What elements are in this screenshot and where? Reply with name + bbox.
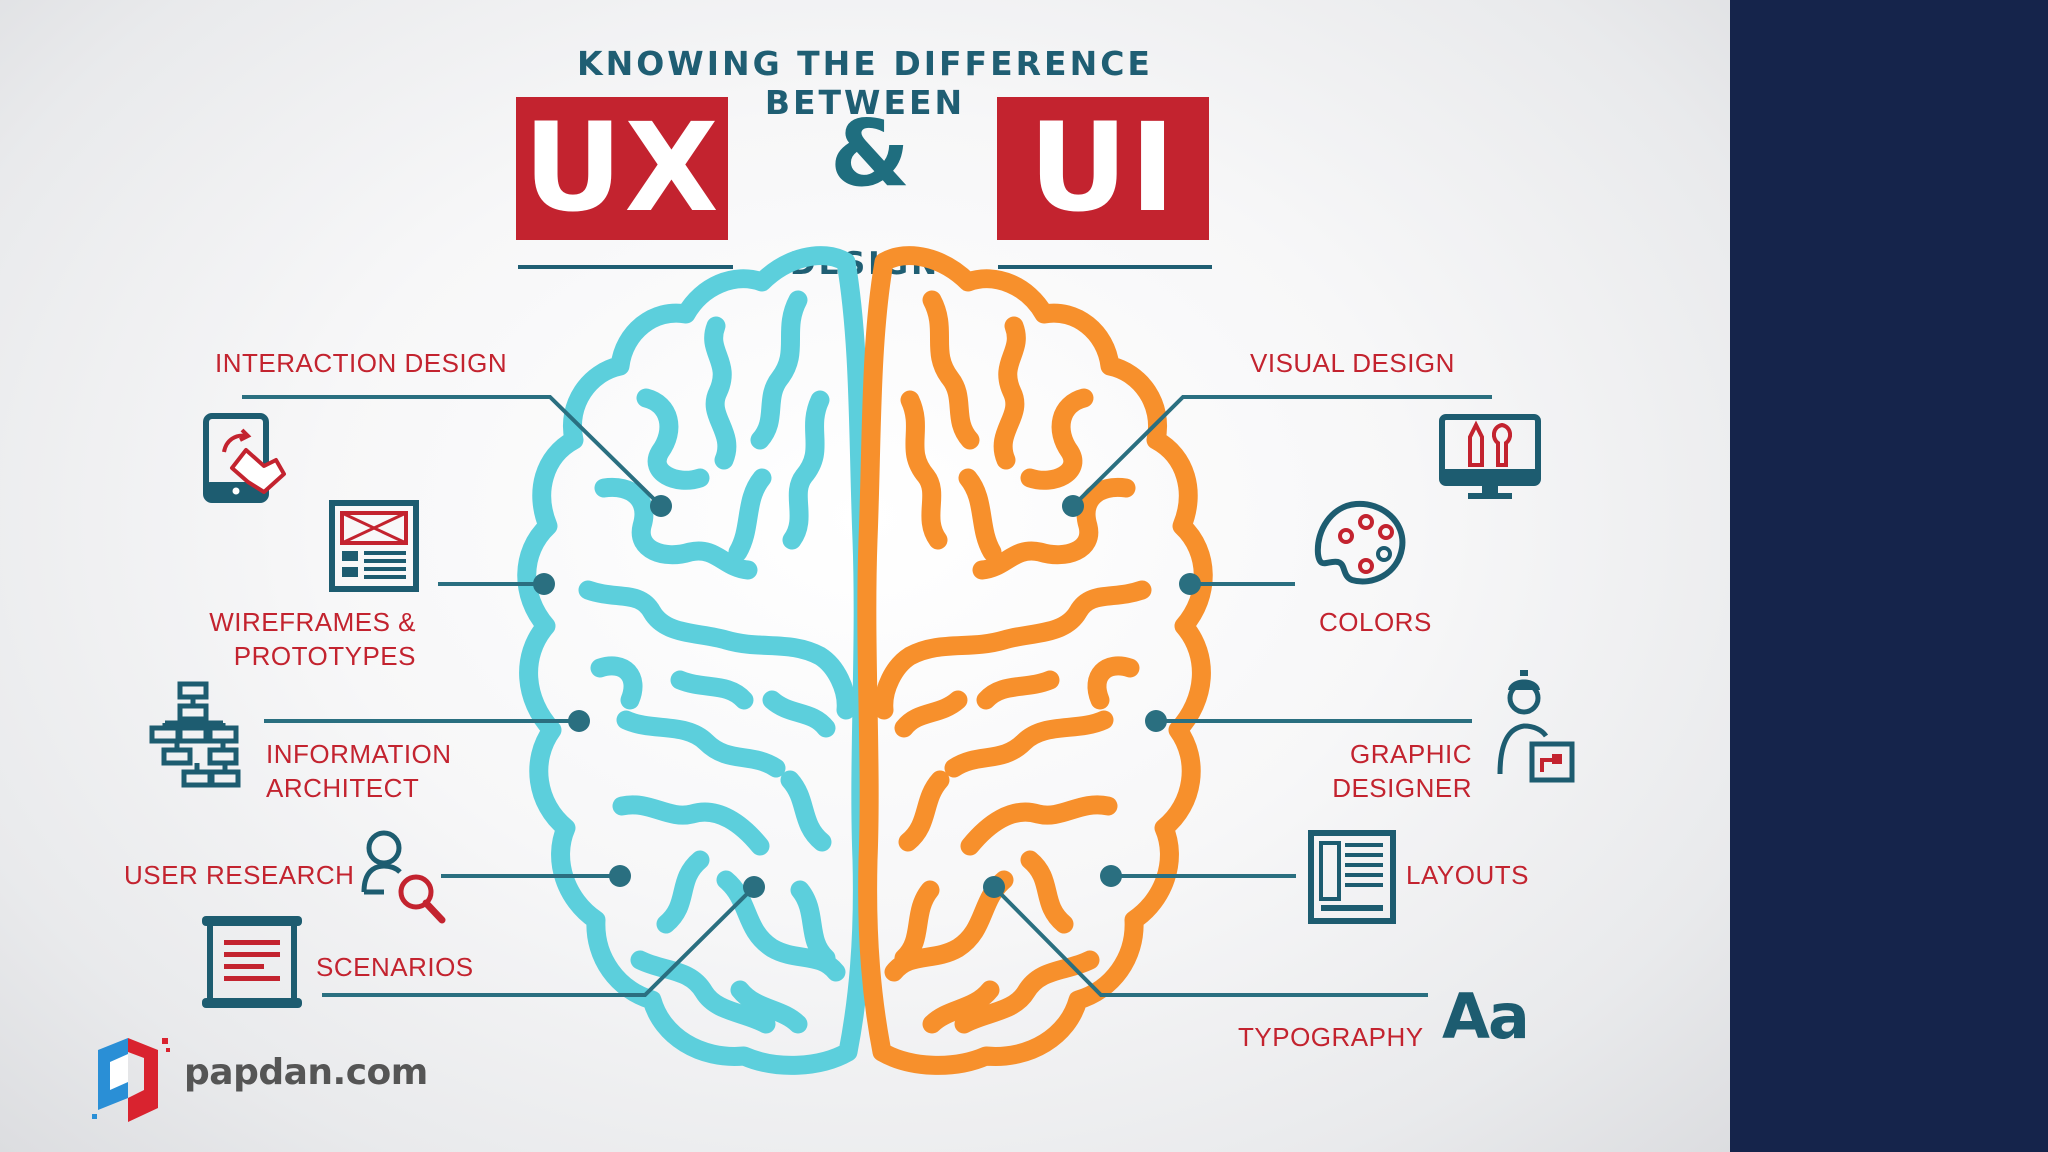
palette-icon [1314,500,1406,585]
wireframe-icon [329,500,419,592]
header-rule-left [518,265,733,269]
ui-connectors [992,395,1492,997]
label-information-architect: INFORMATION ARCHITECT [266,737,452,805]
label-graphic-designer: GRAPHIC DESIGNER [1300,737,1472,805]
designer-icon [1497,670,1575,783]
label-visual-design: VISUAL DESIGN [1250,348,1455,378]
connector-interaction-design [242,395,663,508]
label-user-research: USER RESEARCH [124,860,355,890]
ui-title-box: UI [997,97,1209,240]
typography-icon: Aa [1442,980,1530,1053]
label-layouts: LAYOUTS [1406,860,1529,890]
ux-title-box: UX [516,97,728,240]
user-search-icon [361,830,446,924]
label-graphic-designer-line1: GRAPHIC [1350,739,1472,769]
ui-connector-dots [983,495,1201,898]
label-wireframes-line2: PROTOTYPES [233,641,416,671]
papdan-logo-icon [92,1038,170,1122]
brain-diagram [92,246,1575,1122]
label-scenarios: SCENARIOS [316,952,474,982]
logo-text: papdan.com [184,1052,428,1093]
label-information-architect-line1: INFORMATION [266,739,452,769]
label-interaction-design: INTERACTION DESIGN [215,348,508,378]
ux-connectors [242,395,756,997]
layout-icon [1308,830,1396,924]
label-colors: COLORS [1319,607,1432,637]
sitemap-icon [149,681,241,788]
label-wireframes-line1: WIREFRAMES & [209,607,416,637]
header-rule-right [998,265,1212,269]
label-typography: TYPOGRAPHY [1238,1022,1424,1052]
connector-visual-design [1071,395,1492,508]
monitor-tools-icon [1439,414,1541,499]
scroll-icon [202,916,302,1008]
infographic-canvas: KNOWING THE DIFFERENCE BETWEEN UX & UI D… [0,0,1730,1152]
connector-typography [992,885,1428,997]
label-information-architect-line2: ARCHITECT [266,773,420,803]
side-panel [1730,0,2048,1152]
header-title: KNOWING THE DIFFERENCE BETWEEN [577,44,1153,122]
connector-scenarios [322,885,756,997]
ux-connector-dots [533,495,765,898]
label-wireframes: WIREFRAMES & PROTOTYPES [200,605,416,673]
ampersand: & [829,100,911,207]
label-graphic-designer-line2: DESIGNER [1332,773,1472,803]
ui-hemisphere [857,246,1213,1075]
tablet-touch-icon [203,413,286,503]
